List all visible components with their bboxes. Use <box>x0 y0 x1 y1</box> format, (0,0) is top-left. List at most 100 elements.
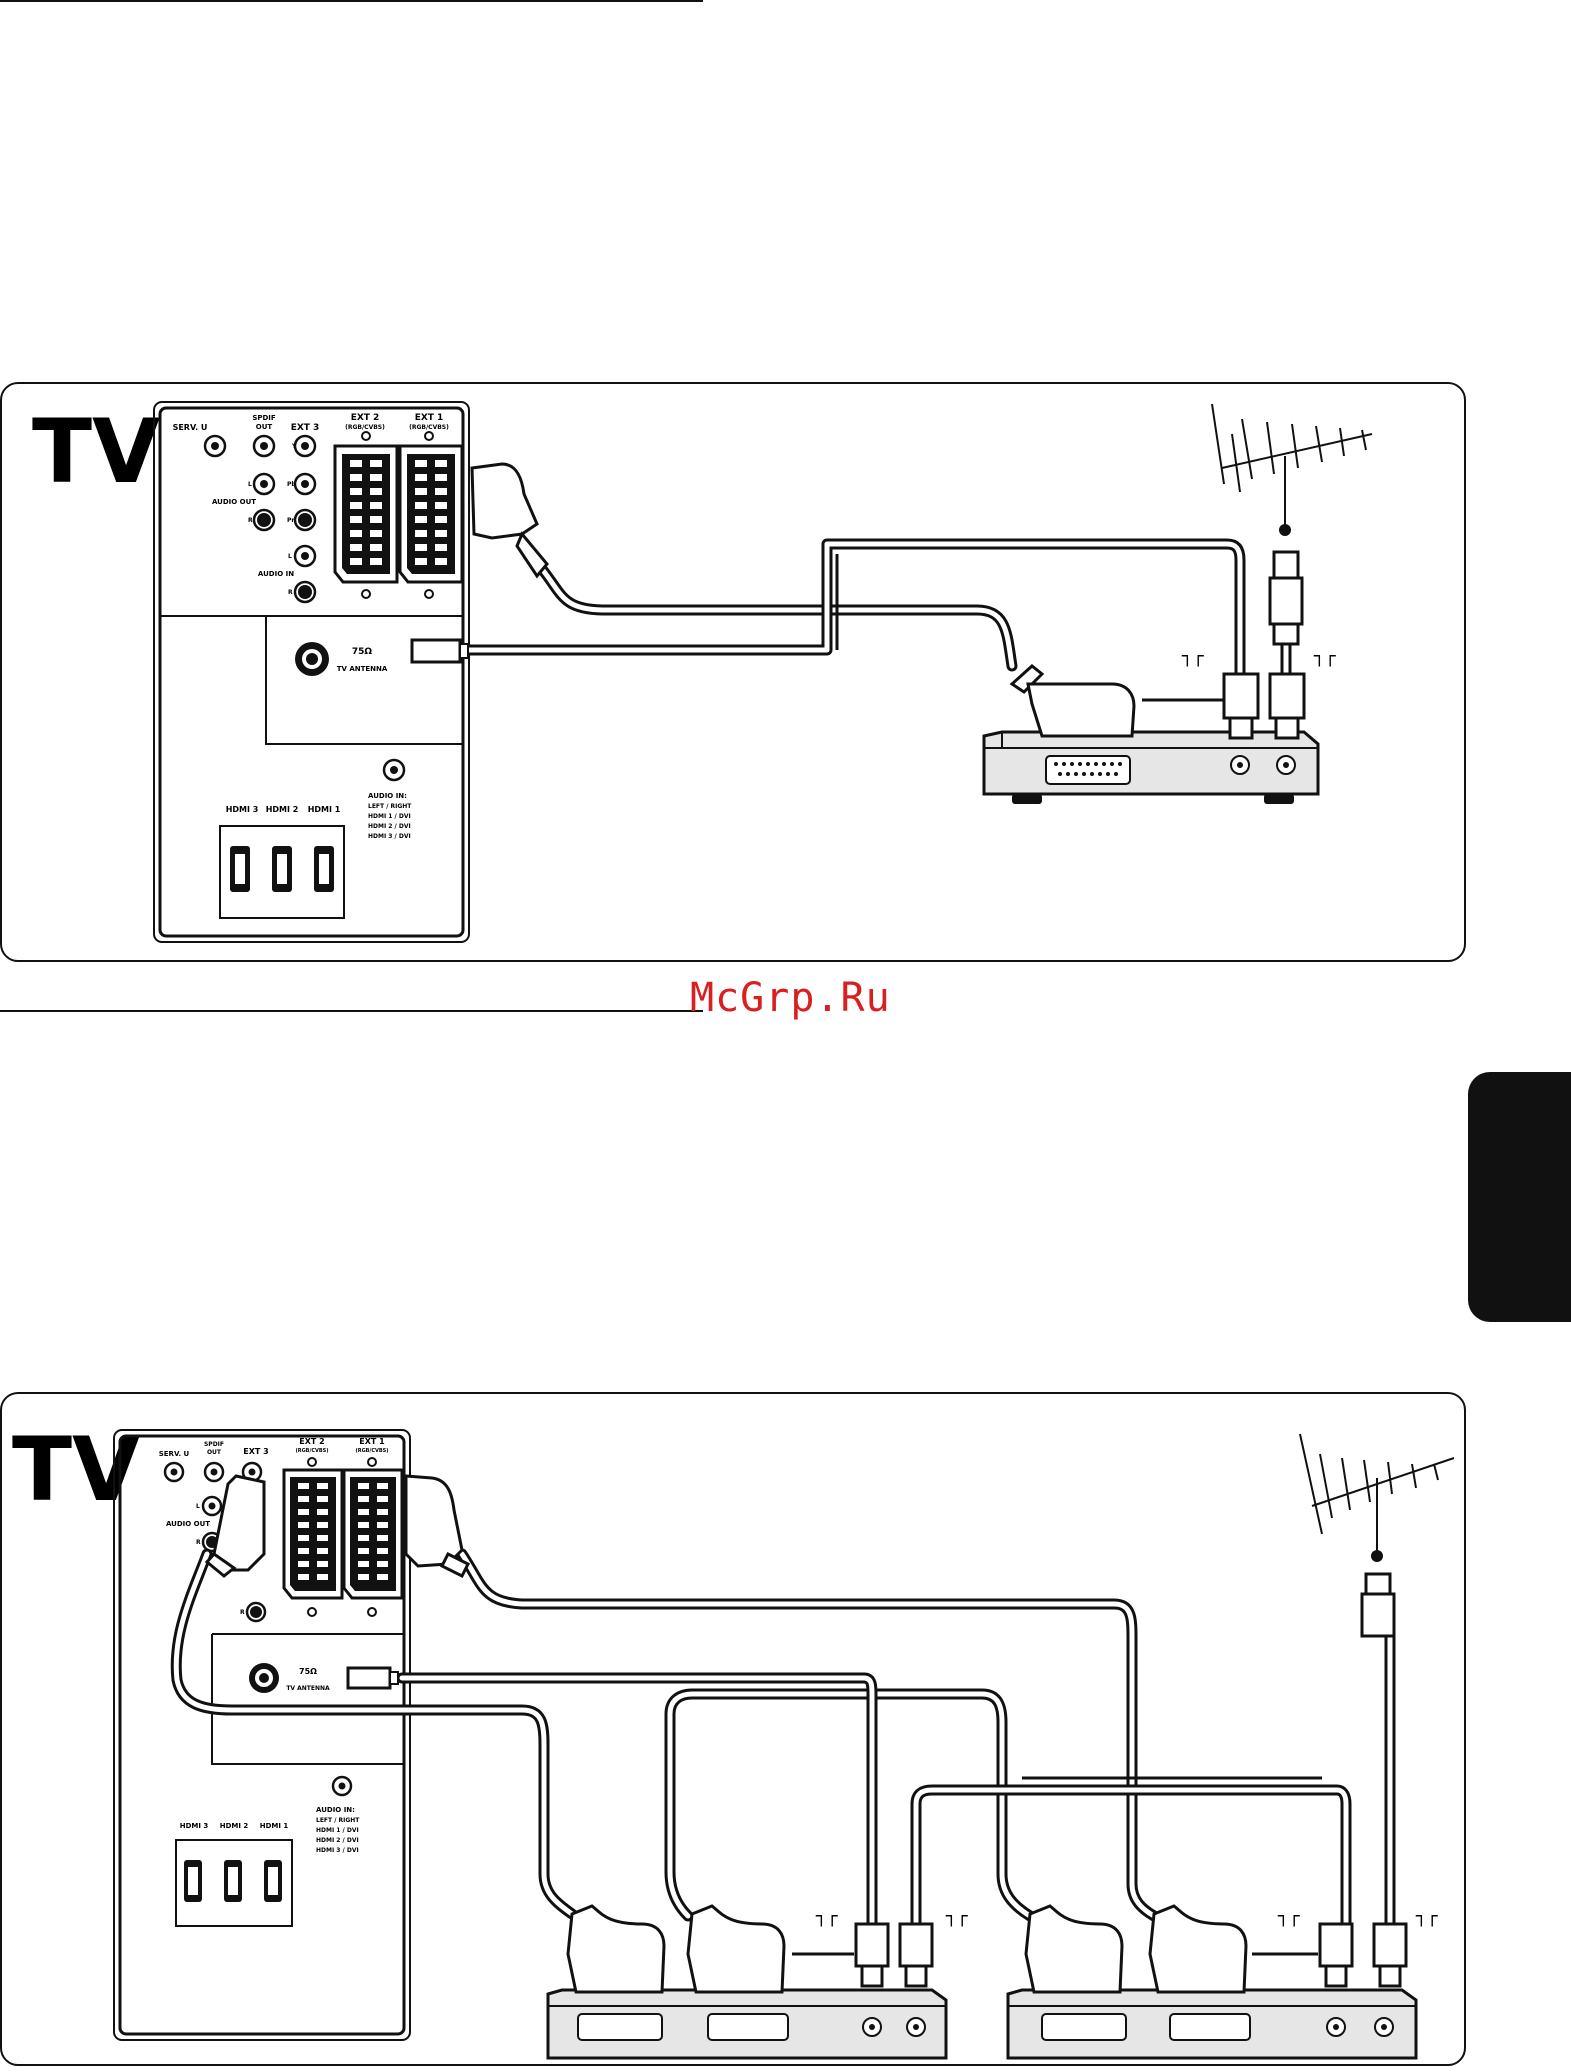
svg-text:Y: Y <box>291 443 297 450</box>
audio-in-label: AUDIO IN <box>258 570 294 578</box>
svg-text:L: L <box>288 553 292 560</box>
audio-out-r-jack[interactable] <box>252 508 276 532</box>
middle-rule <box>0 1010 703 1012</box>
svg-text:┐┌: ┐┌ <box>1415 1906 1439 1927</box>
ext3-y-jack[interactable] <box>293 434 317 458</box>
spdif-label: SPDIF <box>252 414 276 422</box>
ext2-sub-label: (RGB/CVBS) <box>345 424 385 431</box>
ext1-scart-socket[interactable] <box>398 431 464 599</box>
hdmi-audio-in-label: AUDIO IN: <box>368 792 407 800</box>
svg-text:AUDIO OUT: AUDIO OUT <box>166 1520 210 1528</box>
svg-text:EXT 1: EXT 1 <box>359 1437 385 1446</box>
svg-text:┐┌: ┐┌ <box>815 1906 839 1927</box>
svg-text:SPDIF: SPDIF <box>204 1441 224 1448</box>
ext3-pr-jack[interactable] <box>293 508 317 532</box>
serv-u-jack-2[interactable] <box>163 1461 185 1483</box>
svg-text:┐┌: ┐┌ <box>945 1906 969 1927</box>
ohm-label: 75Ω <box>352 647 373 657</box>
svg-text:EXT 2: EXT 2 <box>299 1437 324 1446</box>
top-rule <box>0 0 703 2</box>
svg-text:SERV. U: SERV. U <box>159 1450 190 1458</box>
svg-text:75Ω: 75Ω <box>299 1667 317 1676</box>
ext3-label: EXT 3 <box>291 423 320 433</box>
tv-antenna-label: TV ANTENNA <box>337 665 388 673</box>
svg-text:R: R <box>196 1539 201 1546</box>
watermark: McGrp.Ru <box>690 975 891 1021</box>
antenna-plug-tv <box>410 638 469 664</box>
svg-text:HDMI 2 / DVI: HDMI 2 / DVI <box>368 823 411 830</box>
ant-symbol-in: ┐┌ <box>1181 646 1205 667</box>
svg-text:LEFT / RIGHT: LEFT / RIGHT <box>368 803 412 810</box>
ext2-scart-socket-2[interactable] <box>282 1457 344 1617</box>
svg-text:(RGB/CVBS): (RGB/CVBS) <box>295 1448 328 1454</box>
svg-text:AUDIO IN:: AUDIO IN: <box>316 1806 355 1814</box>
serv-u-label: SERV. U <box>173 423 208 432</box>
ant-symbol-out: ┐┌ <box>1313 646 1337 667</box>
svg-text:Pr: Pr <box>287 517 294 524</box>
svg-text:HDMI 2 / DVI: HDMI 2 / DVI <box>316 1837 359 1844</box>
svg-text:R: R <box>240 1609 245 1616</box>
audio-out-label: AUDIO OUT <box>212 498 256 506</box>
hdmi-ports[interactable] <box>230 846 334 892</box>
outdoor-antenna-2 <box>1299 1433 1455 1552</box>
diagram-panel-1: TV SERV. U SPDIF OUT EXT 3 EXT 2 (RGB/CV… <box>0 382 1466 962</box>
diagram-1-cables <box>456 538 1292 680</box>
hdmi3-label: HDMI 3 <box>226 805 259 814</box>
svg-text:HDMI 3: HDMI 3 <box>180 1822 209 1830</box>
scart-plug-tv <box>470 462 549 579</box>
audio-in-l-jack[interactable] <box>293 544 317 568</box>
tv-antenna-socket[interactable] <box>295 642 329 676</box>
audio-in-r-jack[interactable] <box>293 580 317 604</box>
side-tab <box>1468 1072 1571 1322</box>
svg-text:HDMI 1 / DVI: HDMI 1 / DVI <box>368 813 411 820</box>
svg-text:HDMI 2: HDMI 2 <box>220 1822 249 1830</box>
ext3-pb-jack[interactable] <box>293 472 317 496</box>
diagram-panel-2: TV SERV. U SPDIF OUT EXT 3 EXT 2 (RGB/CV… <box>0 1392 1466 2066</box>
svg-text:LEFT / RIGHT: LEFT / RIGHT <box>316 1817 360 1824</box>
svg-text:HDMI 1: HDMI 1 <box>260 1822 289 1830</box>
svg-text:(RGB/CVBS): (RGB/CVBS) <box>355 1448 388 1454</box>
ext1-label: EXT 1 <box>415 413 444 423</box>
hdmi-ports-2[interactable] <box>184 1860 282 1902</box>
spdif-jack[interactable] <box>252 434 276 458</box>
spdif-out-label: OUT <box>256 423 273 431</box>
diagram-2-svg: TV SERV. U SPDIF OUT EXT 3 EXT 2 (RGB/CV… <box>12 1418 1455 2060</box>
recorder-device-1 <box>546 1988 948 2060</box>
svg-text:L: L <box>196 1503 200 1510</box>
svg-text:R: R <box>248 517 253 524</box>
outdoor-antenna <box>1211 403 1373 526</box>
svg-text:EXT 3: EXT 3 <box>243 1447 268 1456</box>
scart-plug-tv-ext1 <box>404 1474 471 1579</box>
svg-text:L: L <box>248 481 252 488</box>
ext2-scart-socket[interactable] <box>333 431 399 599</box>
antenna-plug-tv-2 <box>346 1666 399 1690</box>
svg-text:Pb: Pb <box>287 481 296 488</box>
recorder-device-2 <box>1006 1988 1418 2060</box>
hdmi-audio-in-jack-2[interactable] <box>331 1775 353 1797</box>
tv-back-panel <box>153 401 470 943</box>
scart-plug-device <box>1009 664 1136 738</box>
coax-plugs-device <box>1222 672 1306 740</box>
hdmi-audio-in-jack[interactable] <box>382 758 406 782</box>
svg-text:HDMI 3 / DVI: HDMI 3 / DVI <box>368 833 411 840</box>
recorder-device <box>982 730 1320 804</box>
scart-plugs-devices <box>566 1904 1248 1994</box>
svg-text:TV ANTENNA: TV ANTENNA <box>286 1685 330 1692</box>
hdmi1-label: HDMI 1 <box>308 805 341 814</box>
svg-text:HDMI 1 / DVI: HDMI 1 / DVI <box>316 1827 359 1834</box>
hdmi2-label: HDMI 2 <box>266 805 299 814</box>
diagram-2-cables <box>170 1548 1396 1930</box>
ext2-label: EXT 2 <box>351 413 380 423</box>
scart-plug-tv-ext2 <box>204 1474 266 1578</box>
audio-out-l-jack[interactable] <box>252 472 276 496</box>
spdif-jack-2[interactable] <box>203 1461 225 1483</box>
diagram-1-svg: TV SERV. U SPDIF OUT EXT 3 EXT 2 (RGB/CV… <box>32 400 1373 943</box>
serv-u-jack[interactable] <box>203 434 227 458</box>
svg-text:OUT: OUT <box>207 1449 222 1456</box>
ext1-scart-socket-2[interactable] <box>342 1457 404 1617</box>
ext1-sub-label: (RGB/CVBS) <box>409 424 449 431</box>
tv-antenna-socket-2[interactable] <box>249 1663 279 1693</box>
svg-text:R: R <box>288 589 293 596</box>
tv-back-panel-2 <box>113 1429 411 2041</box>
tv-title: TV <box>32 400 160 503</box>
